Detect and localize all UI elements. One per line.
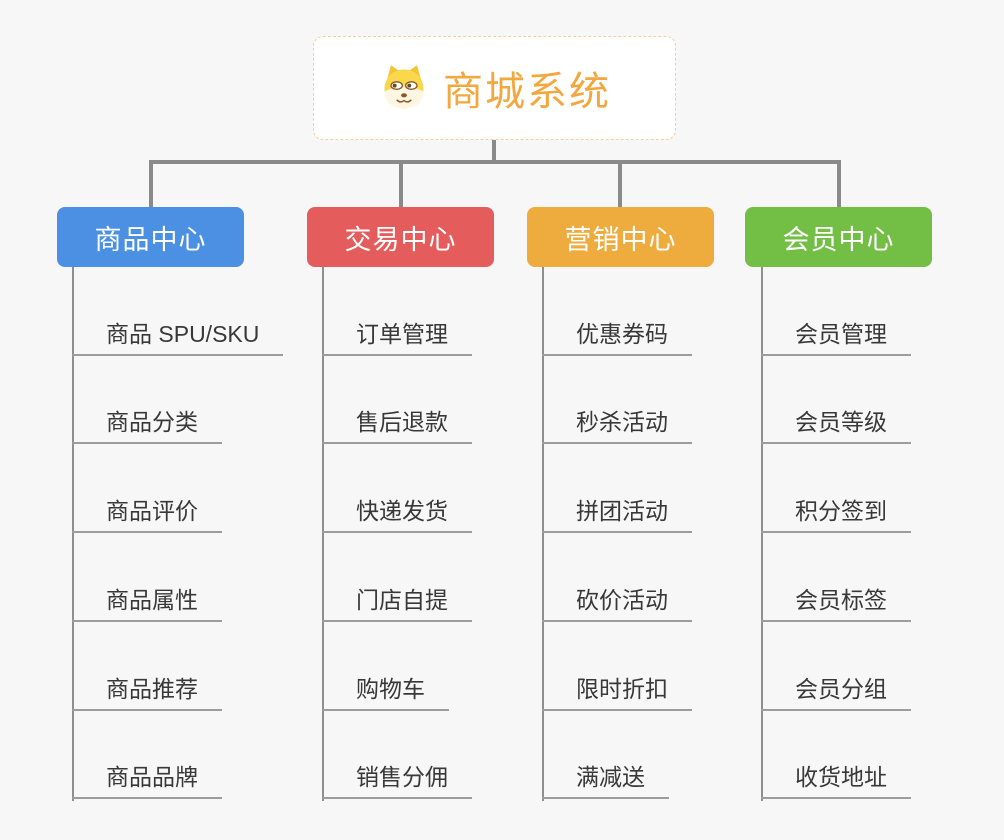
leaf-node[interactable]: 会员标签: [761, 582, 911, 622]
leaf-node[interactable]: 商品推荐: [72, 671, 222, 711]
leaf-node[interactable]: 会员等级: [761, 404, 911, 444]
connector-horizontal-bar: [149, 160, 841, 164]
leaf-node[interactable]: 商品品牌: [72, 759, 222, 799]
leaf-node[interactable]: 销售分佣: [322, 759, 472, 799]
leaf-node[interactable]: 快递发货: [322, 493, 472, 533]
connector-drop-2: [399, 160, 403, 207]
leaf-node[interactable]: 售后退款: [322, 404, 472, 444]
leaf-node[interactable]: 商品属性: [72, 582, 222, 622]
leaf-node[interactable]: 满减送: [542, 759, 669, 799]
connector-drop-3: [618, 160, 622, 207]
connector-drop-4: [837, 160, 841, 207]
branch-spine: [322, 267, 324, 801]
branch-node-marketing-center[interactable]: 营销中心: [527, 207, 714, 267]
leaf-node[interactable]: 优惠券码: [542, 316, 692, 356]
leaf-node[interactable]: 订单管理: [322, 316, 472, 356]
leaf-node[interactable]: 收货地址: [761, 759, 911, 799]
leaf-node[interactable]: 会员管理: [761, 316, 911, 356]
connector-drop-1: [149, 160, 153, 207]
branch-node-member-center[interactable]: 会员中心: [745, 207, 932, 267]
leaf-node[interactable]: 限时折扣: [542, 671, 692, 711]
leaf-node[interactable]: 商品评价: [72, 493, 222, 533]
leaf-node[interactable]: 积分签到: [761, 493, 911, 533]
branch-node-product-center[interactable]: 商品中心: [57, 207, 244, 267]
root-title: 商城系统: [443, 70, 611, 114]
root-node[interactable]: 商城系统: [313, 36, 676, 140]
branch-spine: [761, 267, 763, 801]
branch-node-trade-center[interactable]: 交易中心: [307, 207, 494, 267]
leaf-node[interactable]: 砍价活动: [542, 582, 692, 622]
branch-spine: [542, 267, 544, 801]
leaf-node[interactable]: 购物车: [322, 671, 449, 711]
doge-face-icon: [384, 65, 424, 109]
branch-spine: [72, 267, 74, 801]
leaf-node[interactable]: 商品 SPU/SKU: [72, 316, 284, 356]
leaf-node[interactable]: 拼团活动: [542, 493, 692, 533]
leaf-node[interactable]: 商品分类: [72, 404, 222, 444]
connector-root-stem: [492, 140, 496, 162]
leaf-node[interactable]: 门店自提: [322, 582, 472, 622]
leaf-node[interactable]: 会员分组: [761, 671, 911, 711]
leaf-node[interactable]: 秒杀活动: [542, 404, 692, 444]
